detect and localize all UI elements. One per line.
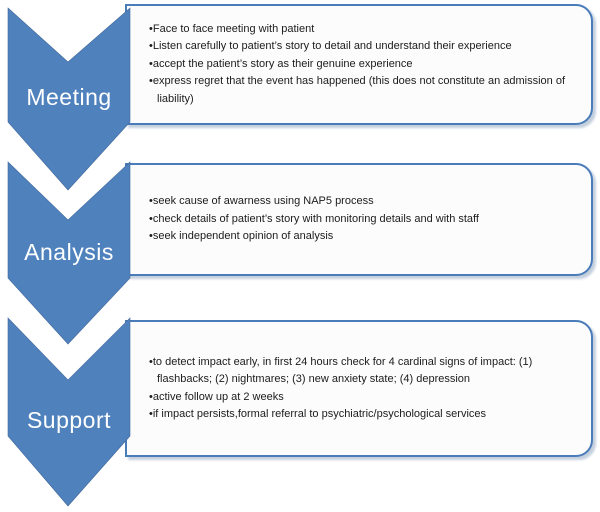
content-box-support: to detect impact early, in first 24 hour…	[125, 320, 593, 457]
chevron-down-icon	[7, 317, 131, 507]
chevron-down-icon	[7, 161, 131, 345]
content-box-analysis: seek cause of awarness using NAP5 proces…	[125, 163, 593, 276]
bullet-item: Face to face meeting with patient	[149, 21, 583, 39]
bullet-list-support: to detect impact early, in first 24 hour…	[149, 354, 583, 424]
bullet-item: active follow up at 2 weeks	[149, 389, 583, 407]
bullet-list-meeting: Face to face meeting with patient Listen…	[149, 21, 583, 109]
bullet-item: if impact persists,formal referral to ps…	[149, 406, 583, 424]
chevron-down-icon	[7, 7, 131, 191]
bullet-item: accept the patient’s story as their genu…	[149, 56, 583, 74]
bullet-list-analysis: seek cause of awarness using NAP5 proces…	[149, 193, 583, 246]
content-box-meeting: Face to face meeting with patient Listen…	[125, 4, 593, 125]
step-label-meeting: Meeting	[26, 84, 112, 110]
step-label-support: Support	[26, 407, 112, 433]
bullet-item: seek cause of awarness using NAP5 proces…	[149, 193, 583, 211]
step-label-analysis: Analysis	[24, 239, 114, 265]
bullet-item: seek independent opinion of analysis	[149, 228, 583, 246]
bullet-item: express regret that the event has happen…	[149, 73, 583, 108]
bullet-item: Listen carefully to patient’s story to d…	[149, 38, 583, 56]
bullet-item: check details of patient’s story with mo…	[149, 211, 583, 229]
bullet-item: to detect impact early, in first 24 hour…	[149, 354, 583, 389]
